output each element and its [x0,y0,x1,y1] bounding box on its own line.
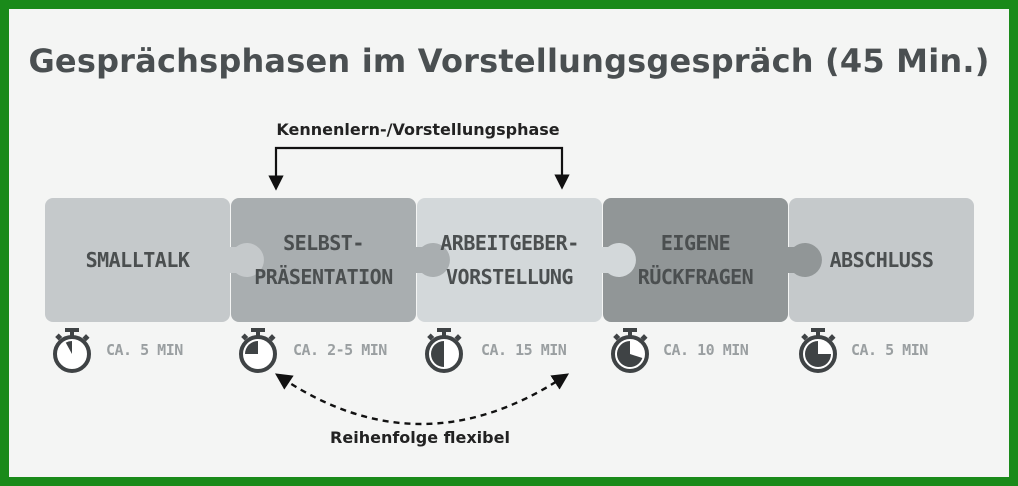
bracket-label: Kennenlern-/Vorstellungsphase [276,120,560,139]
puzzle-tab-eigene-rueckfragen [784,243,822,277]
phase-time-abschluss: CA. 5 MIN [851,341,928,359]
stopwatch-icons [53,328,837,373]
phase-label-selbstpraesentation: SELBST- PRÄSENTATION [254,231,393,289]
flexible-order-arrow [275,373,570,426]
page-title: Gesprächsphasen im Vorstellungsgespräch … [28,42,990,80]
puzzle-piece-abschluss [789,198,974,322]
puzzle-tab-smalltalk [226,243,264,277]
stopwatch-icon-arbeitgebervorstellung [425,328,463,373]
phase-label-smalltalk: SMALLTALK [85,248,190,272]
stopwatch-icon-selbstpraesentation [239,328,277,373]
phase-time-arbeitgebervorstellung: CA. 15 MIN [481,341,567,359]
puzzle-piece-smalltalk [45,198,230,322]
flexible-order-label: Reihenfolge flexibel [330,428,510,447]
phase-label-eigene-rueckfragen: EIGENE RÜCKFRAGEN [637,231,754,289]
phase-label-arbeitgebervorstellung: ARBEITGEBER- VORSTELLUNG [440,231,579,289]
stopwatch-icon-eigene-rueckfragen [611,328,649,373]
stopwatch-icon-abschluss [799,328,837,373]
phase-label-abschluss: ABSCHLUSS [829,248,934,272]
puzzle-piece-eigene-rueckfragen [603,198,788,322]
puzzle-tab-arbeitgebervorstellung [598,243,636,277]
stopwatch-icon-smalltalk [53,328,91,373]
phase-time-selbstpraesentation: CA. 2-5 MIN [293,341,387,359]
phase-time-smalltalk: CA. 5 MIN [106,341,183,359]
puzzle-piece-arbeitgebervorstellung [417,198,602,322]
puzzle-pieces [45,198,974,322]
phase-time-eigene-rueckfragen: CA. 10 MIN [663,341,749,359]
bracket-line [274,146,570,190]
puzzle-tab-selbstpraesentation [412,243,450,277]
puzzle-piece-selbstpraesentation [231,198,416,322]
